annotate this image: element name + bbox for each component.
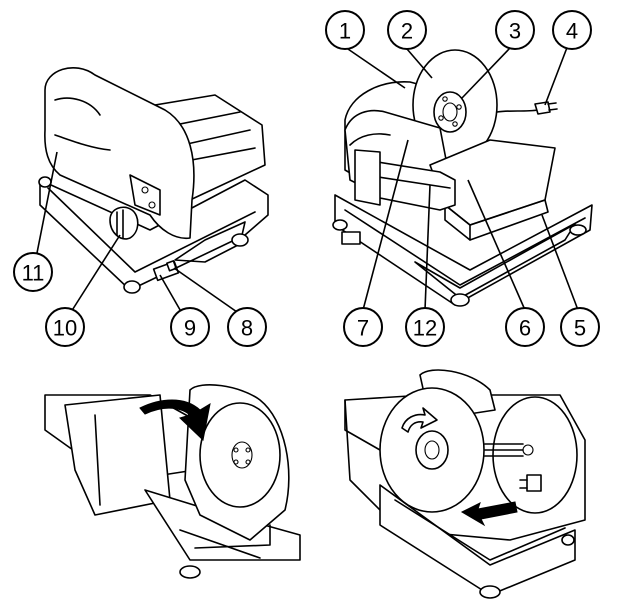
callout-11-label: 11 <box>22 261 45 286</box>
callout-6: 6 <box>505 307 545 347</box>
callout-1-label: 1 <box>339 19 351 44</box>
callout-5: 5 <box>560 307 600 347</box>
slicer-front-view <box>332 49 593 307</box>
callout-11: 11 <box>13 252 53 292</box>
callout-8: 8 <box>227 307 267 347</box>
callout-1: 1 <box>325 10 365 50</box>
callout-2-label: 2 <box>401 19 413 44</box>
slicer-rear-view <box>38 66 269 294</box>
callout-2: 2 <box>387 10 427 50</box>
callout-9: 9 <box>170 307 210 347</box>
callout-4-label: 4 <box>566 19 578 44</box>
guard-removal-view <box>44 384 301 579</box>
callout-9-label: 9 <box>184 316 196 341</box>
callout-8-label: 8 <box>241 316 253 341</box>
callout-12-label: 12 <box>413 316 437 341</box>
callout-12: 12 <box>405 307 445 347</box>
callout-4: 4 <box>552 10 592 50</box>
leader-lines <box>35 44 579 316</box>
blade-removal-view <box>344 369 586 599</box>
callout-3: 3 <box>495 10 535 50</box>
callout-5-label: 5 <box>574 316 586 341</box>
callout-6-label: 6 <box>519 316 531 341</box>
callout-10-label: 10 <box>53 316 77 341</box>
callout-7: 7 <box>343 307 383 347</box>
callout-10: 10 <box>45 307 85 347</box>
callout-3-label: 3 <box>509 19 521 44</box>
callout-7-label: 7 <box>357 316 369 341</box>
